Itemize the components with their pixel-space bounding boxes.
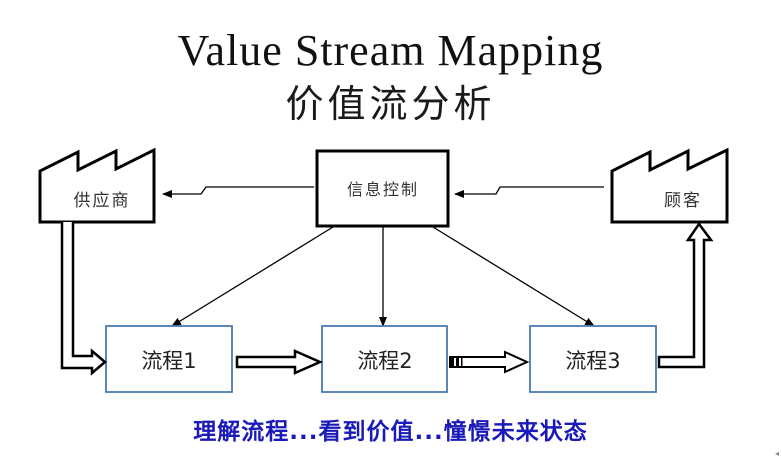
process-box-3: [529, 325, 657, 393]
process-1-label: 流程1: [141, 349, 197, 373]
info-line-to-process-1: [171, 226, 334, 327]
title-english: Value Stream Mapping: [177, 26, 604, 75]
information-control-label: 信息控制: [346, 180, 419, 199]
process-3-label: 流程3: [565, 349, 621, 373]
slide-nav-arrow-icon[interactable]: ◂: [775, 449, 780, 458]
electronic-info-arrow-from-customer: [454, 186, 604, 198]
supplier-label: 供应商: [73, 191, 131, 211]
shipment-arrow-process-3-to-customer: [657, 221, 714, 369]
customer-factory-icon: [610, 147, 729, 224]
push-arrow-process-2-to-3: [449, 350, 530, 374]
slogan: 理解流程...看到价值...憧憬未来状态: [193, 419, 588, 445]
process-box-1: [105, 325, 233, 393]
process-box-2: [321, 325, 448, 393]
info-line-to-process-3: [432, 226, 595, 327]
shipment-arrow-process-1-to-2: [235, 349, 324, 375]
process-2-label: 流程2: [357, 349, 413, 373]
supplier-factory-icon: [38, 147, 156, 224]
customer-label: 顾客: [664, 191, 702, 211]
information-control-box: [315, 149, 450, 228]
electronic-info-arrow-to-supplier: [162, 186, 314, 198]
shipment-arrow-supplier-to-process-1: [60, 222, 107, 376]
title-chinese: 价值流分析: [285, 82, 496, 126]
